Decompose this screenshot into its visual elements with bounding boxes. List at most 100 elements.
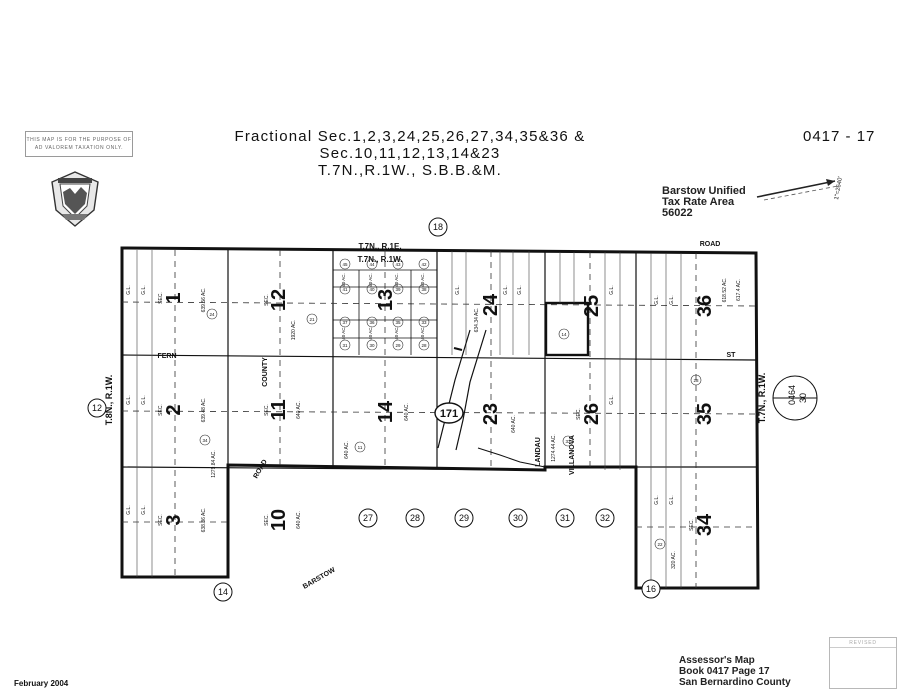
parcel-number: 36 <box>369 320 375 325</box>
gov-lot-label: G.L. <box>654 295 660 304</box>
parcel-number: 34 <box>202 438 208 443</box>
scale-arrow: 1"=2640' <box>756 176 844 201</box>
acreage-sec-14b: 640 AC. <box>344 441 350 459</box>
parcel-acreage: 40 AC. <box>341 326 346 340</box>
parcel-number: 44 <box>369 262 375 267</box>
adjacent-page-16: 16 <box>646 584 656 594</box>
adjacent-page-12: 12 <box>92 403 102 413</box>
road-county: COUNTY <box>262 357 269 387</box>
gov-lot-label: G.L. <box>669 495 675 504</box>
parcel-acreage: 40 AC. <box>368 273 373 287</box>
acreage-sec-14: 640 AC. <box>404 403 410 421</box>
parcel-number: 24 <box>209 312 215 317</box>
parcel-number: 31 <box>342 343 348 348</box>
gov-lot-label: G.L. <box>609 285 615 294</box>
parcel-number: 11 <box>358 445 363 450</box>
parcel-acreage: 40 AC. <box>394 273 399 287</box>
assessor-map-label: Assessor's Map <box>679 655 755 666</box>
section-2: 2 <box>163 404 185 415</box>
gov-lot-label: G.L. <box>126 505 132 514</box>
sec-label-1: SEC. <box>158 292 164 304</box>
map-title: Fractional Sec.1,2,3,24,25,26,27,34,35&3… <box>150 128 670 179</box>
scale-note: 1"=2640' <box>834 176 844 200</box>
parcel-acreage: 40 AC. <box>394 326 399 340</box>
parcel-acreage: 40 AC. <box>420 326 425 340</box>
section-1: 1 <box>163 292 185 303</box>
gov-lot-label: G.L. <box>669 295 675 304</box>
tax-district-block: Barstow Unified Tax Rate Area 56022 <box>662 186 746 219</box>
acreage-sec-36a: 618.52 AC. <box>722 278 728 303</box>
section-13: 13 <box>375 289 397 311</box>
sec-label-12: SEC. <box>264 294 270 306</box>
title-line-1: Fractional Sec.1,2,3,24,25,26,27,34,35&3… <box>234 128 586 162</box>
parcel-number: 40 <box>369 287 375 292</box>
adjacent-page-18: 18 <box>433 222 443 232</box>
acreage-sec-10: 640 AC. <box>296 511 302 529</box>
parcel-number: 43 <box>395 262 401 267</box>
acreage-sec-2: 639.48 AC. <box>201 398 207 423</box>
parcel-number: 38 <box>421 287 427 292</box>
section-12: 12 <box>268 289 290 311</box>
parcel-number: 14 <box>561 332 567 337</box>
township-top-1: T.7N., R.1E. <box>358 242 401 251</box>
parcel-number: 22 <box>657 542 663 547</box>
acreage-sec-11: 640 AC. <box>296 401 302 419</box>
disclaimer-text: THIS MAP IS FOR THE PURPOSE OF AD VALORE… <box>26 137 132 151</box>
acreage-sec-3: 638.36 AC. <box>201 508 207 533</box>
title-line-2: T.7N.,R.1W., S.B.B.&M. <box>318 162 502 179</box>
section-10: 10 <box>268 509 290 531</box>
section-14: 14 <box>375 400 397 423</box>
parcel-number: 39 <box>395 287 401 292</box>
section-23: 23 <box>480 403 502 425</box>
county-seal-icon <box>51 171 99 227</box>
acreage-sec-23: 640 AC. <box>511 415 517 433</box>
revisions-label: REVISED <box>849 640 877 646</box>
map-number: 0417 - 17 <box>803 128 876 145</box>
acreage-sec-26: 1274.44 AC. <box>551 434 557 462</box>
adjacent-page-31: 31 <box>560 513 570 523</box>
parcel-acreage: 40 AC. <box>420 273 425 287</box>
tax-rate-area-label: Tax Rate Area <box>662 196 735 208</box>
road-barstow-1: BARSTOW <box>302 566 337 590</box>
adjacent-page-markers <box>87 217 818 602</box>
township-top-2: T.7N., R.1W. <box>358 255 403 264</box>
parcel-number: 37 <box>342 320 348 325</box>
section-11: 11 <box>268 399 290 420</box>
sec-label-26: SEC. <box>576 408 582 420</box>
sec-label-3: SEC. <box>158 514 164 526</box>
road-road-1: ROAD <box>253 459 269 480</box>
road-landau: LANDAU <box>535 437 542 467</box>
acreage-sec-34: 320 AC. <box>671 551 677 569</box>
county-label: San Bernardino County <box>679 677 791 688</box>
section-26: 26 <box>581 403 603 425</box>
gov-lot-label: G.L. <box>126 285 132 294</box>
revisions-box: REVISED <box>829 637 897 689</box>
acreage-sec-1: 639.56 AC. <box>201 288 207 313</box>
sec-label-11: SEC. <box>264 404 270 416</box>
gov-lot-label: G.L. <box>126 395 132 404</box>
parcel-number: 41 <box>342 287 348 292</box>
township-right: T.7N., R.1W. <box>757 373 767 424</box>
gov-lot-label: G.L. <box>517 285 523 294</box>
adjacent-page-30: 30 <box>513 513 523 523</box>
parcel-number: 28 <box>693 378 699 383</box>
parcel-number: 42 <box>421 262 427 267</box>
parcel-number: 30 <box>369 343 375 348</box>
adjacent-map-30: 30 <box>798 393 808 403</box>
section-25: 25 <box>581 295 603 317</box>
road-st: ST <box>727 352 737 359</box>
parcel-number: 29 <box>395 343 401 348</box>
book-page-label: Book 0417 Page 17 <box>679 666 770 677</box>
acreage-sec-36b: 617.4 AC. <box>736 279 742 301</box>
gov-lot-label: G.L. <box>654 495 660 504</box>
gov-lot-label: G.L. <box>141 395 147 404</box>
sec-label-2: SEC. <box>158 404 164 416</box>
road-villanova: VILLANOVA <box>569 435 576 475</box>
adjacent-page-29: 29 <box>459 513 469 523</box>
section-35: 35 <box>694 403 716 425</box>
boundary-lines <box>120 246 760 590</box>
adjacent-page-27: 27 <box>363 513 373 523</box>
gov-lot-label: G.L. <box>503 285 509 294</box>
township-left: T.8N., R.1W. <box>104 375 114 426</box>
